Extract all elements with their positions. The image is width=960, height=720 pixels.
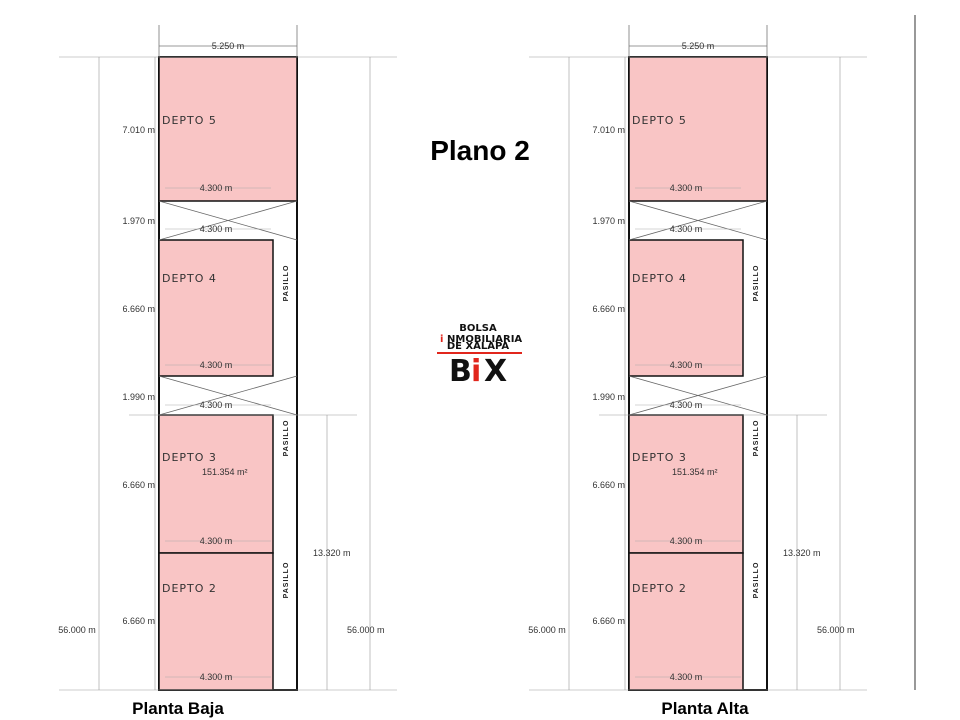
unit-depto-2 — [158, 552, 274, 691]
dim-total-right: 56.000 m — [347, 625, 385, 635]
logo-mark-i: i — [471, 354, 481, 389]
unit-depto-3 — [158, 414, 274, 554]
dim-gap-2: 1.990 m — [122, 392, 155, 402]
label-depto-5: Depto 5 — [632, 114, 687, 127]
unit-depto-4 — [158, 239, 274, 377]
label-pasillo-2: Pasillo — [753, 420, 760, 457]
label-depto-2: Depto 2 — [632, 582, 687, 595]
dim-depto-4-height: 6.660 m — [592, 304, 625, 314]
dim-width-gap-2: 4.300 m — [200, 400, 233, 410]
dim-depto-2-height: 6.660 m — [122, 616, 155, 626]
void-cross-1b — [628, 200, 768, 241]
label-depto-4: Depto 4 — [162, 272, 217, 285]
label-area: 151.354 m² — [672, 467, 718, 477]
logo-line-inmobiliaria: NMOBILIARIA — [447, 334, 522, 345]
dim-width-depto-2: 4.300 m — [200, 672, 233, 682]
dim-width-gap-1: 4.300 m — [670, 224, 703, 234]
logo-accent-i: i — [440, 334, 443, 345]
dim-total-left: 56.000 m — [528, 625, 566, 635]
plan-planta-baja: 5.250 m 7.010 m 1.970 m 6.660 m 1.990 m 6.660… — [58, 25, 397, 718]
dim-gap-1: 1.970 m — [592, 216, 625, 226]
logo-mark-x: X — [484, 354, 507, 389]
dim-depto-3-height: 6.660 m — [122, 480, 155, 490]
logo-line-bolsa: BOLSA — [459, 323, 497, 334]
unit-depto-4 — [628, 239, 744, 377]
dim-depto-5-height: 7.010 m — [122, 125, 155, 135]
dim-width-depto-2: 4.300 m — [670, 672, 703, 682]
dim-total-left: 56.000 m — [58, 625, 96, 635]
dim-width-depto-3: 4.300 m — [670, 536, 703, 546]
unit-depto-5 — [158, 56, 298, 202]
unit-depto-3 — [628, 414, 744, 554]
dim-width-gap-1: 4.300 m — [200, 224, 233, 234]
dim-depto-4-height: 6.660 m — [122, 304, 155, 314]
void-cross-2b — [628, 375, 768, 416]
logo-line-xalapa: DE XALAPA — [447, 341, 510, 352]
void-cross-2b — [158, 375, 298, 416]
label-depto-3: Depto 3 — [162, 451, 217, 464]
unit-depto-2 — [628, 552, 744, 691]
bix-logo: BOLSA i NMOBILIARIA DE XALAPA B i X — [437, 323, 522, 389]
unit-depto-5 — [628, 56, 768, 202]
label-area: 151.354 m² — [202, 467, 248, 477]
logo-underline — [437, 352, 522, 354]
dim-top-width: 5.250 m — [682, 41, 715, 51]
dim-side: 13.320 m — [313, 548, 351, 558]
plan-caption: Planta Alta — [661, 699, 749, 718]
void-cross-1b — [158, 200, 298, 241]
label-pasillo-1: Pasillo — [283, 265, 290, 302]
dim-depto-3-height: 6.660 m — [592, 480, 625, 490]
dim-depto-2-height: 6.660 m — [592, 616, 625, 626]
page-title: Plano 2 — [430, 135, 530, 166]
label-pasillo-1: Pasillo — [753, 265, 760, 302]
dim-side: 13.320 m — [783, 548, 821, 558]
dim-total-right: 56.000 m — [817, 625, 855, 635]
dim-width-depto-4: 4.300 m — [200, 360, 233, 370]
plan-caption: Planta Baja — [132, 699, 224, 718]
dim-gap-2: 1.990 m — [592, 392, 625, 402]
dim-width-depto-3: 4.300 m — [200, 536, 233, 546]
label-depto-4: Depto 4 — [632, 272, 687, 285]
logo-mark-b: B — [449, 354, 472, 389]
label-pasillo-3: Pasillo — [753, 562, 760, 599]
dim-width-depto-5: 4.300 m — [670, 183, 703, 193]
label-pasillo-3: Pasillo — [283, 562, 290, 599]
label-depto-2: Depto 2 — [162, 582, 217, 595]
label-pasillo-2: Pasillo — [283, 420, 290, 457]
dim-depto-5-height: 7.010 m — [592, 125, 625, 135]
dim-width-depto-5: 4.300 m — [200, 183, 233, 193]
dim-width-depto-4: 4.300 m — [670, 360, 703, 370]
label-depto-5: Depto 5 — [162, 114, 217, 127]
dim-top-width: 5.250 m — [212, 41, 245, 51]
dim-width-gap-2: 4.300 m — [670, 400, 703, 410]
label-depto-3: Depto 3 — [632, 451, 687, 464]
dim-gap-1: 1.970 m — [122, 216, 155, 226]
plan-planta-alta: 5.250 m 7.010 m 1.970 m 6.660 m 1.990 m 6.660… — [528, 25, 867, 718]
